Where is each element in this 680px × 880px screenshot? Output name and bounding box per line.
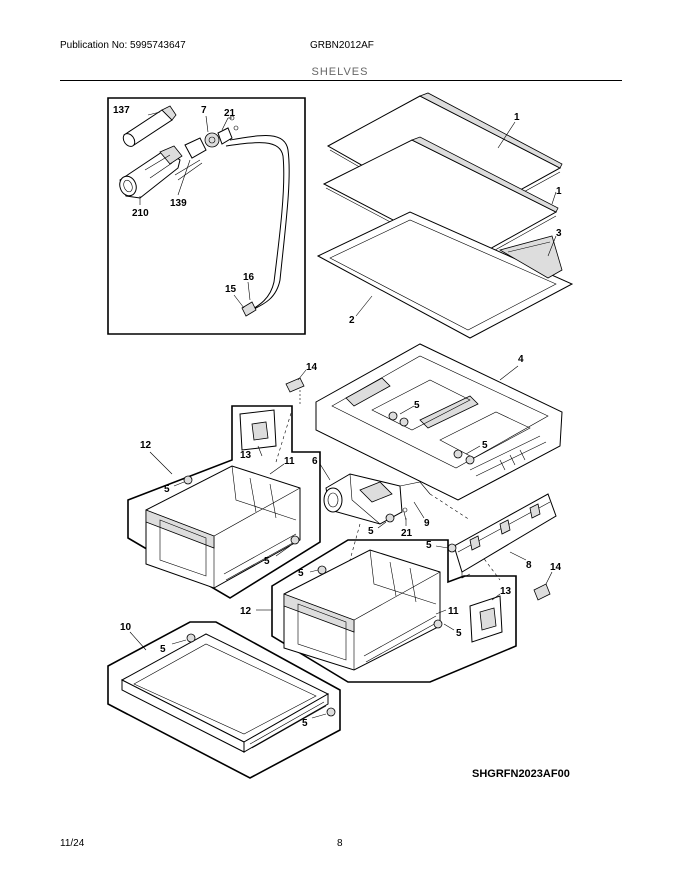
callout-11-a: 11 (284, 456, 295, 467)
callout-5-b: 5 (482, 440, 488, 451)
grommet-set-frame (388, 411, 475, 465)
crisper-group-frame-2 (271, 539, 517, 683)
grommet-pan-b (326, 707, 336, 717)
callout-12-b: 12 (240, 606, 252, 617)
callout-21-top: 21 (224, 108, 236, 119)
callout-16: 16 (243, 272, 255, 283)
grommet-pan-a (186, 633, 196, 643)
pan-group (107, 621, 341, 779)
callout-5-c: 5 (164, 484, 170, 495)
water-tube-inner (225, 142, 285, 315)
callout-5-g: 5 (298, 568, 304, 579)
callout-15: 15 (225, 284, 237, 295)
callout-12-a: 12 (140, 440, 152, 451)
publication-number: Publication No: 5995743647 (60, 40, 186, 51)
callout-10: 10 (120, 622, 132, 633)
footer-date: 11/24 (60, 838, 85, 849)
tube-fitting (241, 301, 257, 317)
grommet-bracket (447, 543, 457, 553)
callout-137: 137 (113, 105, 130, 116)
callout-1-b: 1 (556, 186, 562, 197)
callout-8: 8 (526, 560, 532, 571)
filter-head-part (119, 145, 183, 199)
callout-5-e: 5 (368, 526, 374, 537)
callout-3: 3 (556, 228, 562, 239)
callout-1-a: 1 (514, 112, 520, 123)
label-part-lower (533, 583, 551, 601)
callout-14-a: 14 (306, 362, 318, 373)
screw-part (403, 511, 407, 521)
callout-21-mid: 21 (401, 528, 413, 539)
callout-5-a: 5 (414, 400, 420, 411)
callout-5-d: 5 (264, 556, 270, 567)
callout-6: 6 (312, 456, 318, 467)
grommet-crisper-c (317, 565, 327, 575)
model-number: GRBN2012AF (310, 40, 374, 51)
section-title: SHELVES (311, 66, 369, 78)
callout-5-h: 5 (456, 628, 462, 639)
callout-9: 9 (424, 518, 430, 529)
grommet-crisper-d (433, 619, 443, 629)
crisper-group-upper-left (127, 405, 321, 599)
shelf-frame-lower (316, 211, 574, 339)
grommet-crisper-a (183, 475, 193, 485)
water-tube (229, 135, 290, 313)
grommet-housing (385, 513, 395, 523)
filter-cartridge-part (122, 105, 177, 147)
valve-part (174, 127, 233, 181)
grommet-crisper-b (290, 535, 300, 545)
rail-bracket (453, 493, 557, 579)
callout-13-b: 13 (500, 586, 512, 597)
callout-13-a: 13 (240, 450, 252, 461)
glass-shelf-middle (322, 136, 559, 265)
callout-210: 210 (132, 208, 149, 219)
callout-5-j: 5 (302, 718, 308, 729)
callout-2: 2 (349, 315, 355, 326)
callout-5-i: 5 (160, 644, 166, 655)
pan-group-frame (107, 621, 341, 779)
inset-frame (107, 97, 306, 335)
diagram-code: SHGRFN2023AF00 (472, 768, 570, 780)
callout-14-b: 14 (550, 562, 562, 573)
callout-7: 7 (201, 105, 207, 116)
label-part-upper (285, 377, 305, 393)
crisper-cover-frame (315, 343, 563, 501)
callout-4: 4 (518, 354, 524, 365)
header-rule (60, 80, 622, 81)
callout-11-b: 11 (448, 606, 459, 617)
callout-139: 139 (170, 198, 187, 209)
page-number: 8 (337, 838, 343, 849)
callout-5-f: 5 (426, 540, 432, 551)
water-filter-inset (107, 97, 306, 335)
control-housing (323, 473, 431, 525)
